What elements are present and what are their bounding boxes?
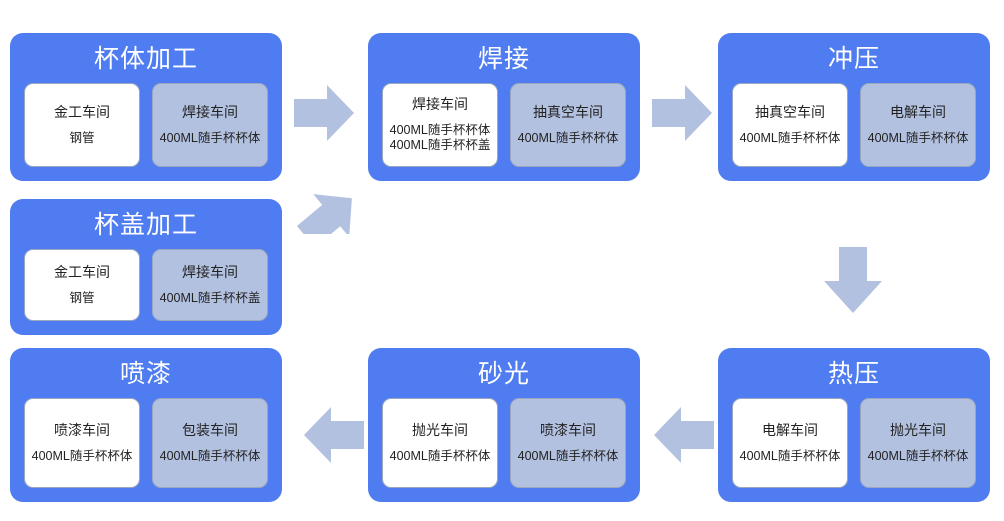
node-cards: 金工车间 钢管 焊接车间 400ML随手杯杯盖 — [10, 248, 282, 335]
workshop-name: 焊接车间 — [182, 104, 238, 120]
arrow-up-right-icon — [296, 168, 372, 234]
workshop-name: 包装车间 — [182, 422, 238, 438]
workshop-name: 喷漆车间 — [540, 422, 596, 438]
arrow-right-icon — [294, 82, 356, 144]
node-title: 砂光 — [477, 360, 530, 388]
workshop-card-grey[interactable]: 焊接车间 400ML随手杯杯盖 — [152, 248, 268, 321]
node-cards: 抛光车间 400ML随手杯杯体 喷漆车间 400ML随手杯杯体 — [368, 397, 640, 502]
arrow-down-icon — [820, 247, 886, 317]
arrow-left-icon — [652, 404, 716, 466]
workshop-card-grey[interactable]: 喷漆车间 400ML随手杯杯体 — [510, 397, 626, 488]
arrow-right-icon — [652, 82, 714, 144]
workshop-material: 400ML随手杯杯体 — [739, 448, 841, 463]
workshop-material: 400ML随手杯杯体 — [867, 448, 969, 463]
workshop-card-grey[interactable]: 电解车间 400ML随手杯杯体 — [860, 82, 976, 167]
node-cards: 电解车间 400ML随手杯杯体 抛光车间 400ML随手杯杯体 — [718, 397, 990, 502]
workshop-name: 抽真空车间 — [755, 104, 825, 120]
workshop-material: 400ML随手杯杯体 — [867, 130, 969, 145]
process-node-painting[interactable]: 喷漆 喷漆车间 400ML随手杯杯体 包装车间 400ML随手杯杯体 — [10, 348, 282, 502]
workshop-card-white[interactable]: 抛光车间 400ML随手杯杯体 — [382, 397, 498, 488]
node-cards: 喷漆车间 400ML随手杯杯体 包装车间 400ML随手杯杯体 — [10, 397, 282, 502]
node-title: 焊接 — [477, 45, 530, 73]
node-title: 喷漆 — [119, 360, 172, 388]
node-cards: 抽真空车间 400ML随手杯杯体 电解车间 400ML随手杯杯体 — [718, 82, 990, 181]
process-node-cupbody[interactable]: 杯体加工 金工车间 钢管 焊接车间 400ML随手杯杯体 — [10, 33, 282, 181]
process-node-sanding[interactable]: 砂光 抛光车间 400ML随手杯杯体 喷漆车间 400ML随手杯杯体 — [368, 348, 640, 502]
workshop-card-white[interactable]: 金工车间 钢管 — [24, 82, 140, 167]
workshop-name: 抛光车间 — [890, 422, 946, 438]
workshop-name: 焊接车间 — [182, 264, 238, 280]
workshop-name: 喷漆车间 — [54, 422, 110, 438]
workshop-name: 焊接车间 — [412, 96, 468, 113]
workshop-material: 钢管 — [69, 290, 95, 305]
workshop-material: 400ML随手杯杯体 — [31, 448, 133, 463]
node-cards: 金工车间 钢管 焊接车间 400ML随手杯杯体 — [10, 82, 282, 181]
workshop-name: 电解车间 — [890, 104, 946, 120]
workshop-card-grey[interactable]: 焊接车间 400ML随手杯杯体 — [152, 82, 268, 167]
process-node-cuplid[interactable]: 杯盖加工 金工车间 钢管 焊接车间 400ML随手杯杯盖 — [10, 199, 282, 335]
workshop-card-grey[interactable]: 抛光车间 400ML随手杯杯体 — [860, 397, 976, 488]
node-cards: 焊接车间 400ML随手杯杯体 400ML随手杯杯盖 抽真空车间 400ML随手… — [368, 82, 640, 181]
workshop-card-white[interactable]: 焊接车间 400ML随手杯杯体 400ML随手杯杯盖 — [382, 82, 498, 167]
workshop-material: 400ML随手杯杯体 — [389, 448, 491, 463]
process-node-hotpress[interactable]: 热压 电解车间 400ML随手杯杯体 抛光车间 400ML随手杯杯体 — [718, 348, 990, 502]
workshop-name: 抛光车间 — [412, 422, 468, 438]
workshop-card-grey[interactable]: 包装车间 400ML随手杯杯体 — [152, 397, 268, 488]
workshop-name: 金工车间 — [54, 104, 110, 120]
workshop-name: 抽真空车间 — [533, 104, 603, 120]
workshop-card-white[interactable]: 电解车间 400ML随手杯杯体 — [732, 397, 848, 488]
node-title: 杯盖加工 — [93, 211, 198, 239]
arrow-left-icon — [302, 404, 366, 466]
node-title: 杯体加工 — [93, 45, 198, 73]
node-title: 冲压 — [827, 45, 880, 73]
workshop-card-grey[interactable]: 抽真空车间 400ML随手杯杯体 — [510, 82, 626, 167]
workshop-material: 400ML随手杯杯体 — [159, 130, 261, 145]
workshop-card-white[interactable]: 抽真空车间 400ML随手杯杯体 — [732, 82, 848, 167]
workshop-material: 400ML随手杯杯体 — [517, 130, 619, 145]
workshop-material: 400ML随手杯杯体 — [739, 130, 841, 145]
workshop-material: 400ML随手杯杯盖 — [159, 290, 261, 305]
workshop-name: 电解车间 — [762, 422, 818, 438]
process-node-stamping[interactable]: 冲压 抽真空车间 400ML随手杯杯体 电解车间 400ML随手杯杯体 — [718, 33, 990, 181]
node-title: 热压 — [827, 360, 880, 388]
process-node-welding[interactable]: 焊接 焊接车间 400ML随手杯杯体 400ML随手杯杯盖 抽真空车间 400M… — [368, 33, 640, 181]
workshop-card-white[interactable]: 金工车间 钢管 — [24, 248, 140, 321]
workshop-material: 400ML随手杯杯体 400ML随手杯杯盖 — [389, 122, 491, 153]
workshop-name: 金工车间 — [54, 264, 110, 280]
workshop-card-white[interactable]: 喷漆车间 400ML随手杯杯体 — [24, 397, 140, 488]
workshop-material: 钢管 — [69, 130, 95, 145]
workshop-material: 400ML随手杯杯体 — [517, 448, 619, 463]
workshop-material: 400ML随手杯杯体 — [159, 448, 261, 463]
